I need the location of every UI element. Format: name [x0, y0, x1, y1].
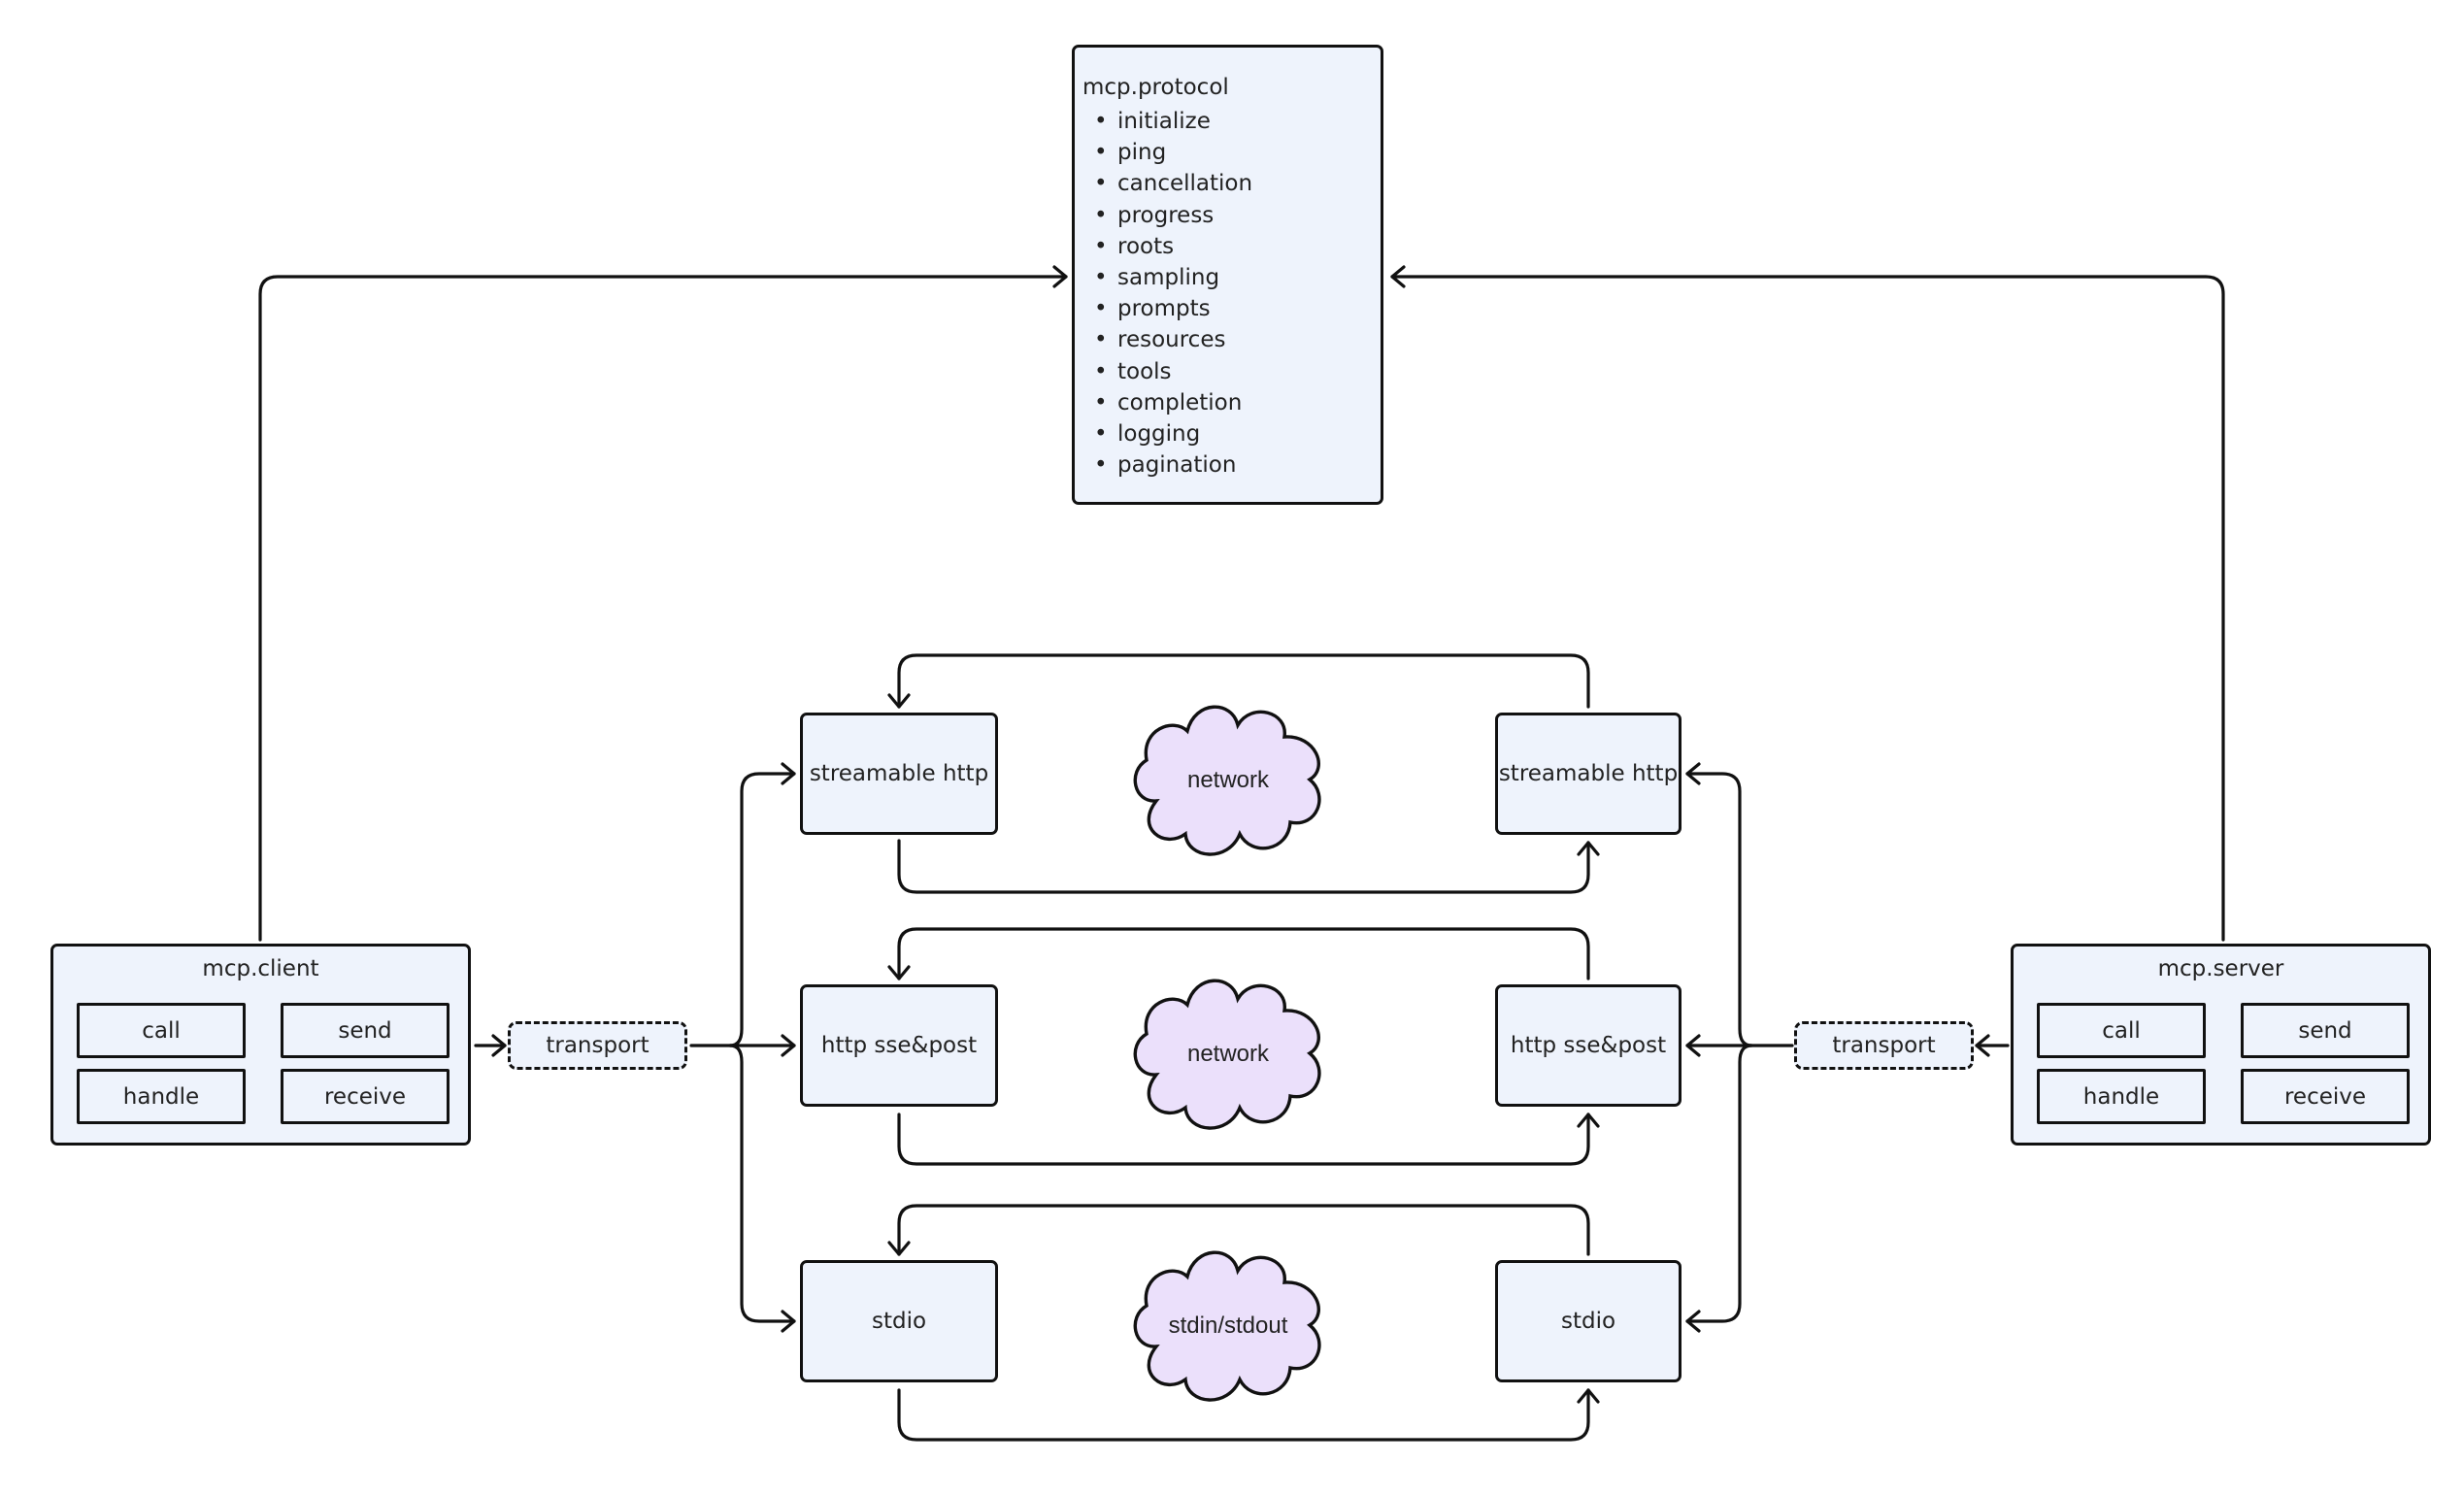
right-stdio-box: stdio — [1495, 1260, 1682, 1382]
network-cloud-2: network — [1133, 979, 1321, 1130]
transport-to-stdio-arrowhead — [781, 1310, 796, 1333]
transport-to-right-streamable-http-arrow — [1685, 772, 1753, 1047]
streamable-http-forward-arrowhead — [1577, 841, 1600, 856]
transport-to-right-stdio-arrow — [1685, 1044, 1753, 1323]
transport-to-http-sse-arrowhead — [781, 1034, 796, 1057]
left-stdio-box: stdio — [800, 1260, 998, 1382]
streamable-http-return-arrowhead — [887, 693, 911, 709]
streamable-http-forward-arrow — [897, 839, 1590, 894]
stdin-stdout-cloud-label: stdin/stdout — [1169, 1312, 1288, 1339]
protocol-item-ping: ping — [1082, 137, 1252, 168]
protocol-item-progress: progress — [1082, 200, 1252, 231]
network-cloud-1: network — [1133, 705, 1321, 856]
server-to-transport-arrowhead — [1975, 1034, 1990, 1057]
stdio-return-arrow — [897, 1204, 1590, 1256]
server-to-protocol-arrow — [1390, 275, 2225, 942]
protocol-item-pagination: pagination — [1082, 449, 1252, 481]
server-call-box: call — [2037, 1003, 2206, 1058]
right-streamable-http-box: streamable http — [1495, 713, 1682, 835]
protocol-method-list: initialize ping cancellation progress ro… — [1082, 106, 1252, 481]
server-handle-box: handle — [2037, 1069, 2206, 1124]
stdio-forward-arrowhead — [1577, 1388, 1600, 1404]
protocol-item-initialize: initialize — [1082, 106, 1252, 137]
client-handle-box: handle — [77, 1069, 246, 1124]
client-transport-connectors — [474, 762, 796, 1333]
protocol-item-sampling: sampling — [1082, 262, 1252, 293]
protocol-item-resources: resources — [1082, 324, 1252, 355]
mcp-protocol-box: mcp.protocol initialize ping cancellatio… — [1072, 45, 1383, 505]
client-call-box: call — [77, 1003, 246, 1058]
server-transport-box: transport — [1794, 1021, 1974, 1070]
network-cloud-label: network — [1187, 1041, 1270, 1067]
stdin-stdout-cloud: stdin/stdout — [1133, 1250, 1321, 1402]
http-sse-forward-arrow — [897, 1113, 1590, 1166]
streamable-http-return-arrow — [897, 653, 1590, 709]
client-title: mcp.client — [202, 956, 319, 981]
network-cloud-label: network — [1187, 767, 1270, 793]
server-send-box: send — [2241, 1003, 2410, 1058]
protocol-item-cancellation: cancellation — [1082, 168, 1252, 199]
stdio-forward-arrow — [897, 1388, 1590, 1442]
channel-loops — [887, 653, 1600, 1442]
protocol-title: mcp.protocol — [1082, 75, 1229, 100]
protocol-item-prompts: prompts — [1082, 293, 1252, 324]
right-http-sse-post-box: http sse&post — [1495, 984, 1682, 1107]
client-to-protocol-arrow — [258, 275, 1068, 942]
client-to-protocol-arrowhead — [1052, 265, 1068, 288]
transport-to-right-http-sse-arrowhead — [1685, 1034, 1701, 1057]
http-sse-return-arrow — [897, 927, 1590, 980]
transport-to-right-stdio-arrowhead — [1685, 1310, 1701, 1333]
client-send-box: send — [281, 1003, 450, 1058]
transport-to-stdio-arrow — [728, 1044, 796, 1323]
http-sse-forward-arrowhead — [1577, 1113, 1600, 1128]
transport-to-streamable-http-arrowhead — [781, 762, 796, 785]
http-sse-return-arrowhead — [887, 965, 911, 980]
protocol-item-completion: completion — [1082, 387, 1252, 418]
server-title: mcp.server — [2157, 956, 2284, 981]
client-receive-box: receive — [281, 1069, 450, 1124]
transport-to-streamable-http-arrow — [728, 772, 796, 1047]
client-to-transport-arrowhead — [491, 1034, 507, 1057]
left-http-sse-post-box: http sse&post — [800, 984, 998, 1107]
left-streamable-http-box: streamable http — [800, 713, 998, 835]
server-receive-box: receive — [2241, 1069, 2410, 1124]
server-transport-connectors — [1685, 762, 2010, 1333]
transport-to-right-streamable-http-arrowhead — [1685, 762, 1701, 785]
mcp-client-box: mcp.client call send handle receive — [50, 944, 471, 1146]
client-transport-box: transport — [508, 1021, 687, 1070]
protocol-item-tools: tools — [1082, 356, 1252, 387]
stdio-return-arrowhead — [887, 1241, 911, 1256]
protocol-connectors — [258, 265, 2225, 942]
protocol-item-roots: roots — [1082, 231, 1252, 262]
server-to-protocol-arrowhead — [1390, 265, 1406, 288]
mcp-server-box: mcp.server call send handle receive — [2011, 944, 2431, 1146]
protocol-item-logging: logging — [1082, 418, 1252, 449]
